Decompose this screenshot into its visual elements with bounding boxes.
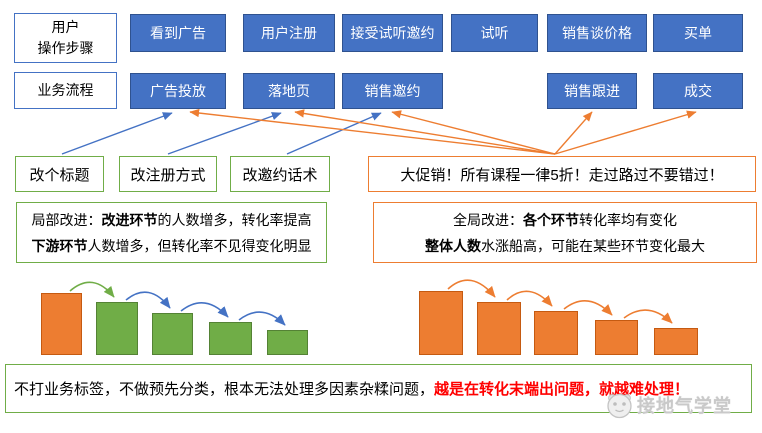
proc-sales-follow: 销售跟进 <box>547 73 637 109</box>
note-local-line1: 局部改进：改进环节的人数增多，转化率提高 <box>17 207 326 233</box>
watermark-logo <box>607 393 632 419</box>
note-local-bold2: 下游环节 <box>31 238 88 254</box>
step-see-ad: 看到广告 <box>130 14 226 52</box>
bottom-conclusion-normal: 不打业务标签，不做预先分类，根本无法处理多因素杂糅问题， <box>14 381 435 398</box>
note-local-line2: 下游环节人数增多，但转化率不见得变化明显 <box>17 233 326 259</box>
note-global-bold1: 各个环节 <box>523 212 579 228</box>
proc-deal: 成交 <box>653 73 743 109</box>
funnel-left-bar-2 <box>96 302 138 355</box>
funnel-right-bar-4 <box>595 320 638 355</box>
funnel-left-bar-5 <box>267 330 308 355</box>
step-accept-invite: 接受试听邀约 <box>342 14 443 52</box>
funnel-right-bar-1 <box>419 291 463 355</box>
funnel-left-bar-3 <box>152 313 193 355</box>
bottom-conclusion: 不打业务标签，不做预先分类，根本无法处理多因素杂糅问题，越是在转化末端出问题，就… <box>5 364 752 413</box>
proc-landing-page: 落地页 <box>243 73 335 109</box>
orange-promo-arrows <box>189 108 697 155</box>
note-local-rest1: 的人数增多，转化率提高 <box>157 212 312 228</box>
tweak-title: 改个标题 <box>15 156 104 192</box>
note-global-rest2: 水涨船高，可能在某些环节变化最大 <box>481 238 705 254</box>
step-pay: 买单 <box>653 14 743 52</box>
label-user-steps: 用户 操作步骤 <box>14 13 117 63</box>
tweak-register-flow: 改注册方式 <box>119 156 217 192</box>
note-local-improvement: 局部改进：改进环节的人数增多，转化率提高 下游环节人数增多，但转化率不见得变化明… <box>16 202 327 263</box>
note-global-line2: 整体人数水涨船高，可能在某些环节变化最大 <box>374 233 756 259</box>
label-business-process-text: 业务流程 <box>37 82 94 98</box>
tweak-invite-script: 改邀约话术 <box>230 156 330 192</box>
note-global-bold2: 整体人数 <box>425 238 481 254</box>
step-register: 用户注册 <box>243 14 335 52</box>
funnel-right-bar-5 <box>654 328 698 355</box>
funnel-left-bar-1 <box>41 293 82 355</box>
promo-box: 大促销！所有课程一律5折！走过路过不要错过！ <box>368 156 756 192</box>
note-global-rest1: 转化率均有变化 <box>579 212 677 228</box>
note-local-prefix: 局部改进： <box>31 212 102 228</box>
step-price-talk: 销售谈价格 <box>547 14 647 52</box>
note-local-rest2: 人数增多，但转化率不见得变化明显 <box>87 238 312 254</box>
watermark: 接地气学堂 <box>604 389 732 421</box>
funnel-left-bar-4 <box>209 322 252 355</box>
note-global-improvement: 全局改进：各个环节转化率均有变化 整体人数水涨船高，可能在某些环节变化最大 <box>373 202 757 263</box>
funnel-right-bar-2 <box>477 302 521 355</box>
note-global-line1: 全局改进：各个环节转化率均有变化 <box>374 207 756 233</box>
watermark-text: 接地气学堂 <box>637 396 732 416</box>
proc-ad-serving: 广告投放 <box>130 73 226 109</box>
step-trial-lesson: 试听 <box>451 14 538 52</box>
bottom-conclusion-highlight: 越是在转化末端出问题，就越难处理！ <box>434 381 690 398</box>
note-local-bold1: 改进环节 <box>101 212 158 228</box>
label-user-steps-line1: 用户 <box>51 19 80 35</box>
note-global-prefix: 全局改进： <box>453 212 523 228</box>
label-business-process: 业务流程 <box>14 72 117 109</box>
label-user-steps-line2: 操作步骤 <box>37 40 94 56</box>
blue-tweak-arrows <box>61 112 382 155</box>
proc-sales-invite: 销售邀约 <box>342 73 443 109</box>
funnel-right-bar-3 <box>534 311 578 355</box>
